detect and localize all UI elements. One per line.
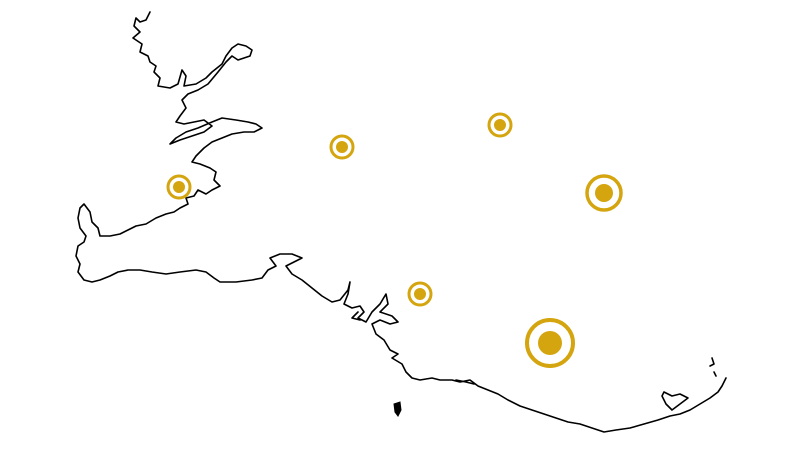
location-marker[interactable]	[407, 281, 433, 307]
coastline-east-tip	[709, 357, 715, 367]
coastline-inlet-1	[455, 379, 475, 385]
location-marker[interactable]	[329, 134, 355, 160]
coastline-east-tip-2	[713, 371, 717, 377]
marker-dot	[414, 288, 426, 300]
location-marker[interactable]	[166, 174, 192, 200]
marker-dot	[173, 181, 185, 193]
coastline-east-inlet	[661, 391, 689, 411]
offshore-island	[393, 401, 402, 417]
coastline-inlet-2	[351, 311, 361, 321]
marker-dot	[336, 141, 348, 153]
location-marker[interactable]	[487, 112, 513, 138]
markers-layer	[166, 112, 623, 368]
location-marker[interactable]	[525, 318, 575, 368]
location-marker[interactable]	[585, 174, 623, 212]
marker-dot	[595, 184, 613, 202]
coastline-west	[75, 11, 727, 433]
marker-dot	[538, 331, 562, 355]
marker-dot	[494, 119, 506, 131]
